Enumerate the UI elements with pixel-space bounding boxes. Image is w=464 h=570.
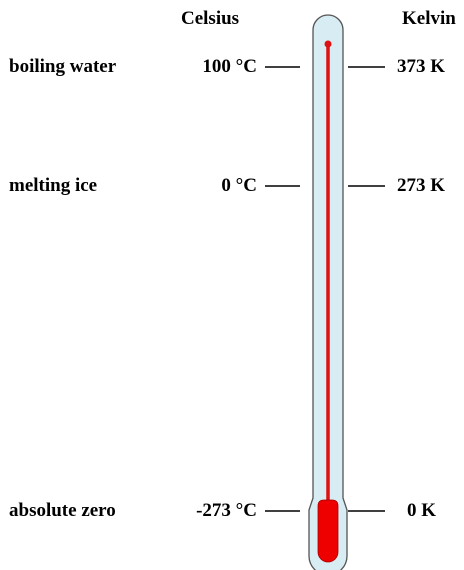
- celsius-melting-ice: 0 °C: [221, 175, 257, 196]
- mercury-top: [324, 40, 332, 48]
- label-boiling-water: boiling water: [9, 56, 117, 77]
- celsius-absolute-zero: -273 °C: [196, 500, 257, 521]
- kelvin-absolute-zero: 0 K: [407, 500, 437, 521]
- label-absolute-zero: absolute zero: [9, 500, 116, 521]
- kelvin-melting-ice: 273 K: [397, 175, 446, 196]
- mercury-bulb: [317, 499, 339, 563]
- celsius-header: Celsius: [181, 8, 240, 29]
- kelvin-boiling-water: 373 K: [397, 56, 446, 77]
- label-melting-ice: melting ice: [9, 175, 98, 196]
- kelvin-header: Kelvin: [402, 8, 456, 29]
- celsius-boiling-water: 100 °C: [202, 56, 257, 77]
